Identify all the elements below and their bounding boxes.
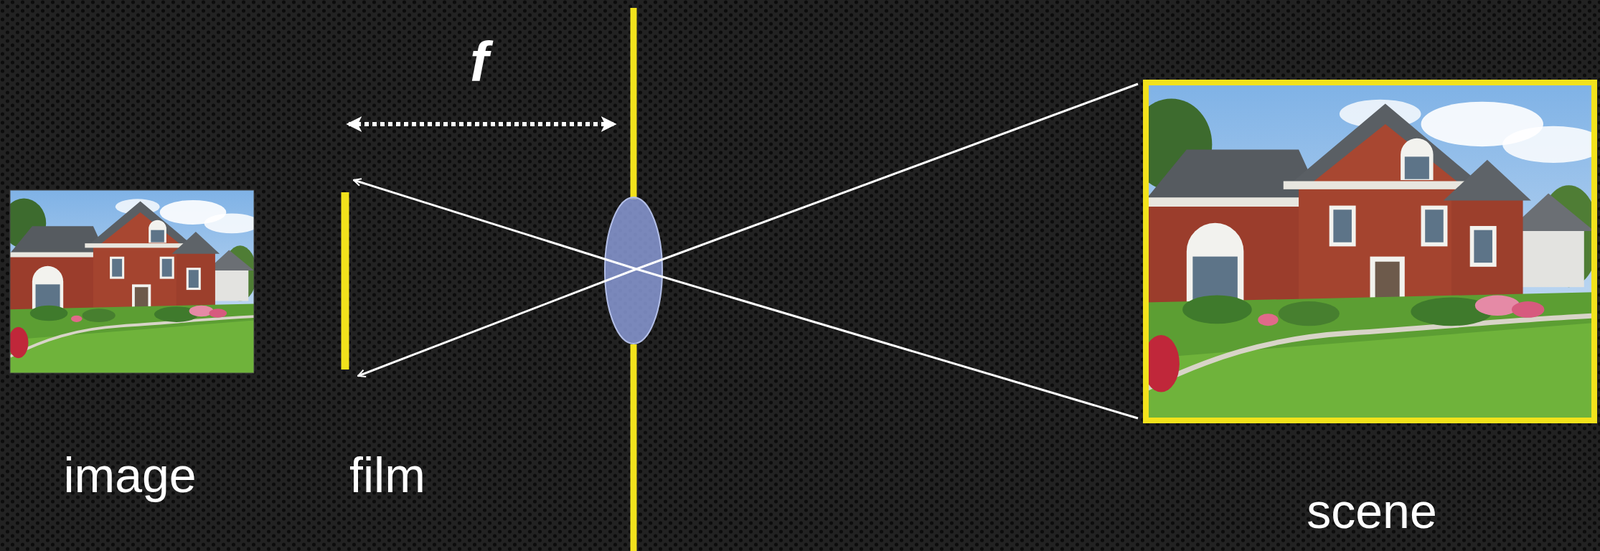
aperture-barrier <box>630 344 638 551</box>
film-plane <box>341 192 350 370</box>
light-ray <box>353 180 637 270</box>
aperture-barrier <box>630 7 638 200</box>
focal-length-label: f <box>469 33 489 90</box>
scene-label: scene <box>1306 486 1437 536</box>
output-image <box>1 190 260 374</box>
focal-length-arrow <box>348 121 615 127</box>
light-ray <box>358 269 637 376</box>
light-ray <box>636 83 1138 270</box>
light-ray <box>636 269 1138 419</box>
film-label: film <box>349 450 426 500</box>
scene-photo <box>1130 82 1600 421</box>
image-label: image <box>63 450 196 500</box>
